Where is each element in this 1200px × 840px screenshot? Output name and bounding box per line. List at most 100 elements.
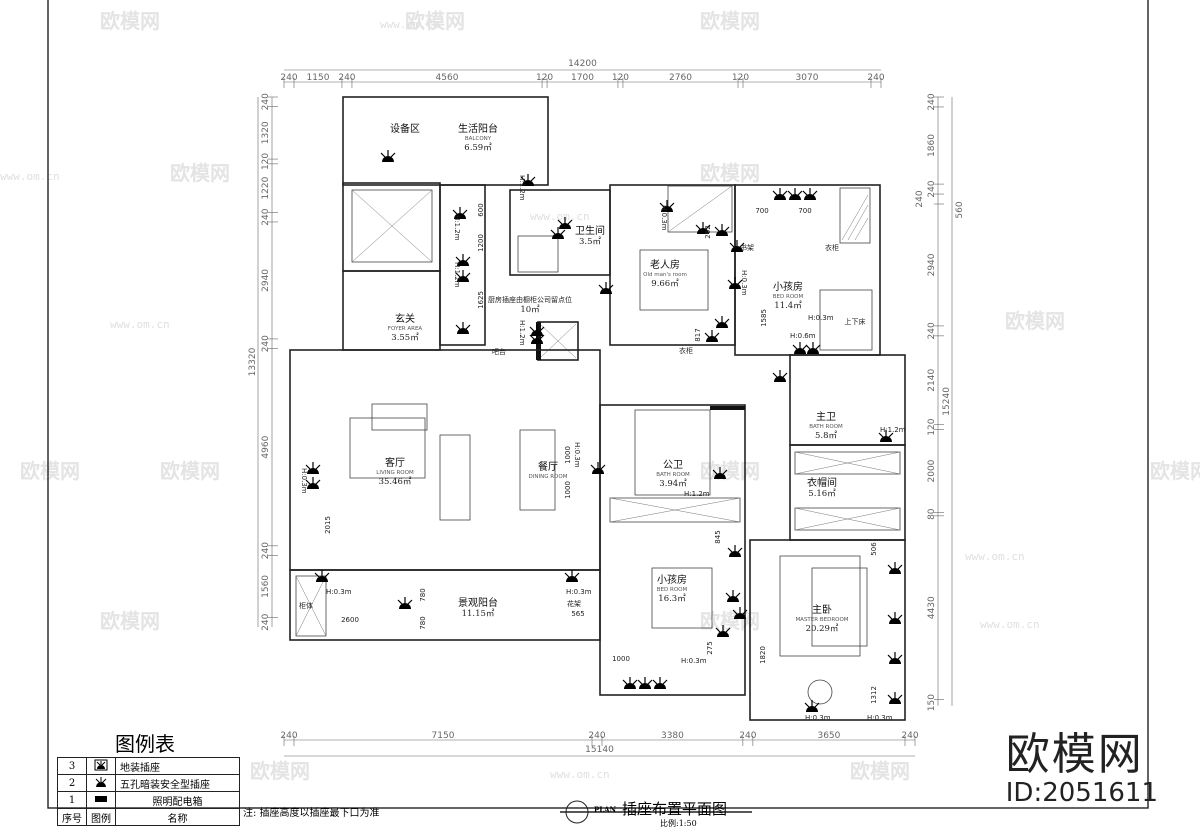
local-dimension-label: 275 (706, 641, 714, 654)
dimension-label: 7150 (432, 731, 455, 741)
socket-icon (598, 282, 614, 294)
socket-icon (887, 652, 903, 664)
room-area: 3.94㎡ (659, 479, 687, 489)
dimension-label: 120 (536, 73, 553, 83)
dimension-label: 150 (927, 694, 937, 711)
dimension-label: 4560 (436, 73, 459, 83)
socket-icon (712, 467, 728, 479)
watermark-logo: 欧模网 (700, 609, 760, 633)
socket-icon (695, 222, 711, 234)
watermark-logo: 欧模网 (250, 759, 310, 783)
socket-icon (397, 597, 413, 609)
watermark-logo: 欧模网 (1005, 309, 1065, 333)
room-area: 20.29㎡ (806, 624, 839, 634)
watermark-logo: 欧模网 (100, 609, 160, 633)
dimension-label: 240 (588, 731, 605, 741)
watermark-layer: 欧模网欧模网欧模网欧模网欧模网欧模网欧模网欧模网欧模网欧模网欧模网欧模网欧模网欧… (0, 9, 1200, 783)
socket-symbols (305, 150, 903, 712)
dimension-total: 14200 (568, 59, 597, 69)
dimension-label: 240 (261, 613, 271, 630)
dimension-label: 2000 (927, 459, 937, 482)
watermark-logo: 欧模网 (700, 459, 760, 483)
furniture-label: 书架 (740, 243, 754, 252)
room-name: 厨房插座由橱柜公司留点位 (488, 295, 572, 304)
socket-height-label: H:1.2m (684, 490, 710, 498)
socket-icon (727, 277, 743, 289)
legend-header: 名称 (115, 808, 240, 826)
local-dimension-label: 700 (798, 207, 811, 215)
legend-header: 序号 (57, 808, 87, 826)
watermark-logo: 欧模网 (100, 9, 160, 33)
socket-icon (714, 316, 730, 328)
dimension-label: 240 (338, 73, 355, 83)
dimension-label: 4430 (927, 596, 937, 619)
dimension-total: 15140 (585, 745, 614, 755)
room-label: 设备区 (390, 122, 420, 135)
socket-icon (772, 188, 788, 200)
dimension-label: 240 (927, 322, 937, 339)
dimension-label: 1320 (261, 121, 271, 144)
socket-height-label: H:0.3m (740, 270, 748, 296)
dimension-label: 3650 (817, 731, 840, 741)
socket-icon (729, 240, 745, 252)
legend-name: 五孔暗装安全型插座 (115, 774, 240, 792)
local-dimension-label: 1000 (564, 446, 572, 464)
watermark-url: www.om.cn (550, 768, 610, 781)
room-area: 6.59㎡ (464, 143, 492, 153)
local-dimension-label: 2600 (341, 616, 359, 624)
room-name: 衣帽间 (807, 476, 837, 489)
room-area: 11.4㎡ (774, 301, 802, 311)
furniture-label: 上下床 (845, 317, 866, 326)
dimension-label: 560 (955, 201, 965, 218)
watermark-url: www.om.cn (530, 210, 590, 223)
dimension-label: 120 (927, 418, 937, 435)
room-name: 玄关 (395, 312, 415, 325)
distribution-box-icon (86, 791, 116, 809)
room-english-name: BED ROOM (657, 587, 688, 593)
dimension-label: 120 (612, 73, 629, 83)
dimension-label: 240 (261, 93, 271, 110)
socket-height-label: H:0.3m (681, 657, 707, 665)
socket-height-label: H:0.3m (805, 714, 831, 722)
socket-icon (529, 332, 545, 344)
watermark-url: www.om.cn (380, 18, 440, 31)
watermark-url: www.om.cn (110, 318, 170, 331)
legend-name: 照明配电箱 (115, 791, 240, 809)
room-english-name: BED ROOM (773, 294, 804, 300)
room-area: 3.55㎡ (391, 333, 419, 343)
dimension-label: 2940 (927, 253, 937, 276)
socket-height-label: H:1.2m (518, 175, 526, 201)
socket-height-label: H:0.3m (326, 588, 352, 596)
room-area: 3.5㎡ (579, 237, 602, 247)
dimension-label: 2760 (669, 73, 692, 83)
local-dimension-label: 845 (714, 530, 722, 543)
socket-icon (732, 607, 748, 619)
watermark-logo: 欧模网 (170, 161, 230, 185)
dimension-label: 240 (927, 180, 937, 197)
dimension-label: 240 (867, 73, 884, 83)
socket-icon (557, 217, 573, 229)
watermark-logo: 欧模网 (160, 459, 220, 483)
dimension-label: 240 (261, 335, 271, 352)
socket-icon (725, 590, 741, 602)
dimension-label: 4960 (261, 435, 271, 458)
local-dimension-label: 1200 (477, 234, 485, 252)
socket-icon (878, 430, 894, 442)
socket-height-label: H:1.2m (518, 320, 526, 346)
room-name: 老人房 (650, 258, 680, 271)
dimension-label: 1220 (261, 176, 271, 199)
socket-icon (715, 625, 731, 637)
local-dimension-label: 780 (419, 588, 427, 601)
socket-icon (804, 700, 820, 712)
socket-height-label: H:0.3m (808, 314, 834, 322)
socket-icon (520, 174, 536, 186)
